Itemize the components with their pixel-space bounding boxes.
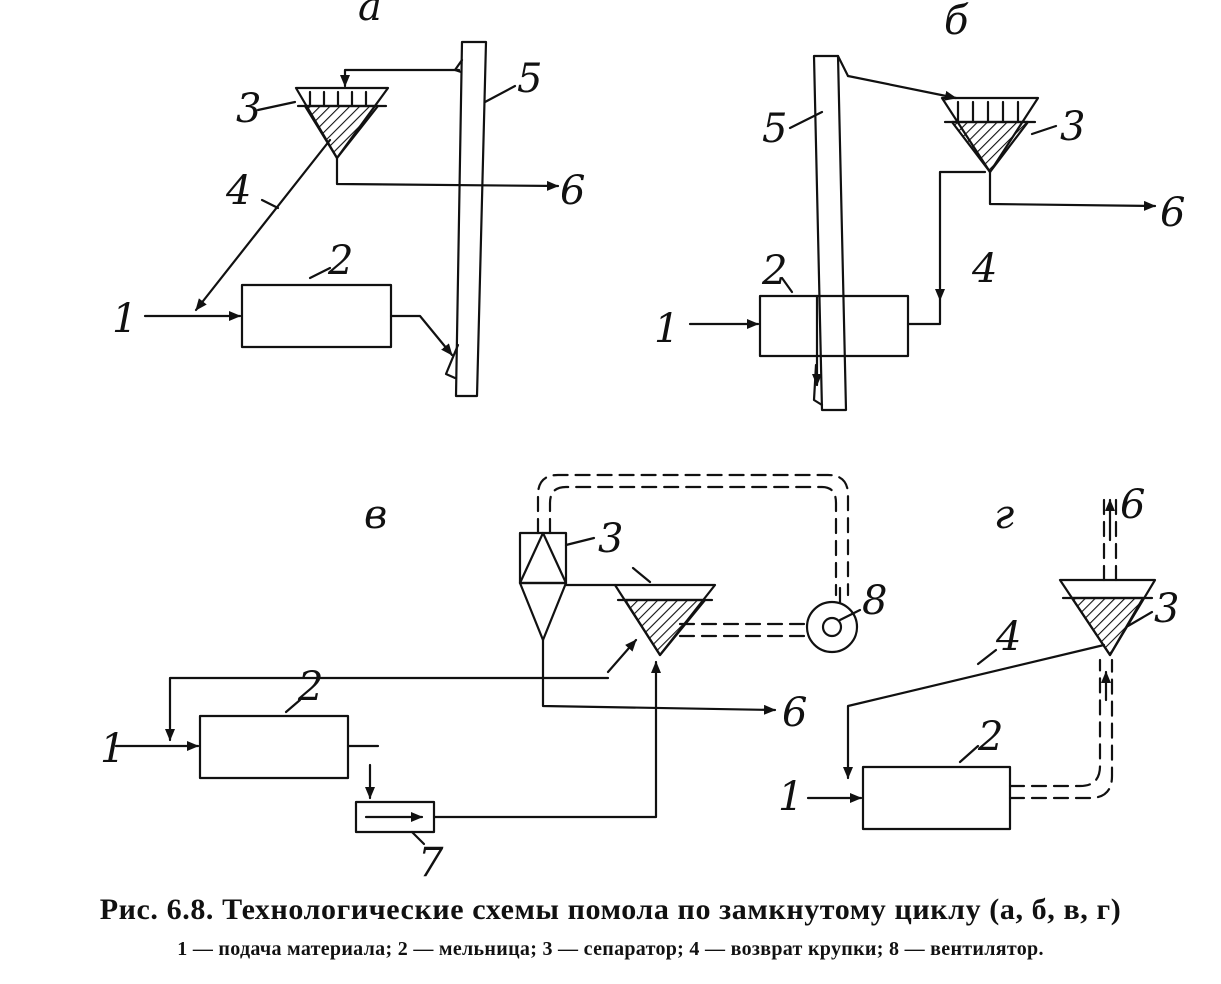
scheme-g-label-separator: 3: [1154, 586, 1179, 632]
scheme-b-elevator-to-separator: [846, 74, 958, 101]
scheme-a-return-line: [194, 138, 332, 312]
scheme-b-label-separator: 3: [1060, 104, 1085, 150]
scheme-b-return-line: [935, 170, 987, 302]
scheme-g-label-mill: 2: [977, 714, 1003, 760]
scheme-g-letter: г: [994, 492, 1014, 538]
scheme-v: [114, 473, 862, 846]
scheme-a-elevator: [444, 40, 488, 398]
scheme-v-return-line: [165, 676, 610, 742]
scheme-v-label-feed: 1: [100, 726, 125, 772]
scheme-g-return-line: [843, 643, 1106, 780]
scheme-b: [688, 54, 1157, 412]
scheme-a-elevator-to-separator: [340, 68, 461, 88]
scheme-v-mill: [198, 714, 350, 780]
scheme-v-label-cyclone: 3: [598, 516, 623, 562]
scheme-v-separator: [613, 583, 717, 657]
figure-caption-legend: 1 — подача материала; 2 — мельница; 3 — …: [177, 938, 1044, 960]
scheme-g-air-loop: [1008, 498, 1118, 800]
scheme-a-label-elevator: 5: [517, 56, 542, 102]
scheme-v-label-mill: 2: [297, 664, 323, 710]
figure-caption-title: Рис. 6.8. Технологические схемы помола п…: [99, 893, 1122, 926]
scheme-a: [143, 40, 560, 398]
scheme-a-separator: [294, 86, 390, 160]
scheme-v-air-loop: [536, 473, 850, 638]
scheme-b-product-arrow: [988, 170, 1157, 211]
scheme-g-mill: [861, 765, 1012, 831]
scheme-v-product-arrow: [541, 638, 777, 715]
scheme-a-label-return: 4: [225, 168, 251, 214]
scheme-g-label-product: 6: [1120, 482, 1145, 528]
scheme-g: [806, 498, 1157, 831]
scheme-v-cyclone: [518, 531, 568, 642]
scheme-b-label-product: 6: [1160, 190, 1185, 236]
scheme-v-label-conveyor: 7: [418, 840, 444, 886]
scheme-b-letter: б: [944, 0, 969, 44]
scheme-b-label-elevator: 5: [762, 106, 787, 152]
scheme-b-mill: [758, 294, 910, 358]
scheme-b-label-mill: 2: [761, 248, 787, 294]
scheme-b-label-return: 4: [971, 246, 997, 292]
scheme-v-conveyor-to-separator: [432, 660, 661, 819]
scheme-g-separator: [1058, 578, 1157, 657]
scheme-v-fan: [805, 586, 859, 654]
scheme-v-conveyor: [354, 800, 436, 834]
scheme-a-label-mill: 2: [327, 238, 353, 284]
scheme-a-label-separator: 3: [236, 86, 261, 132]
scheme-v-label-product: 6: [782, 690, 807, 736]
scheme-a-label-product: 6: [560, 168, 585, 214]
scheme-a-label-feed: 1: [112, 296, 137, 342]
scheme-b-separator: [940, 96, 1040, 174]
scheme-v-letter: в: [364, 492, 387, 538]
scheme-a-mill-to-elevator: [389, 314, 454, 357]
scheme-a-mill: [240, 283, 393, 349]
scheme-a-product-arrow: [335, 156, 560, 191]
scheme-b-label-feed: 1: [654, 306, 679, 352]
scheme-a-letter: а: [358, 0, 382, 30]
scheme-v-label-fan: 8: [862, 578, 887, 624]
scheme-g-label-return: 4: [995, 614, 1021, 660]
scheme-g-label-feed: 1: [778, 774, 803, 820]
